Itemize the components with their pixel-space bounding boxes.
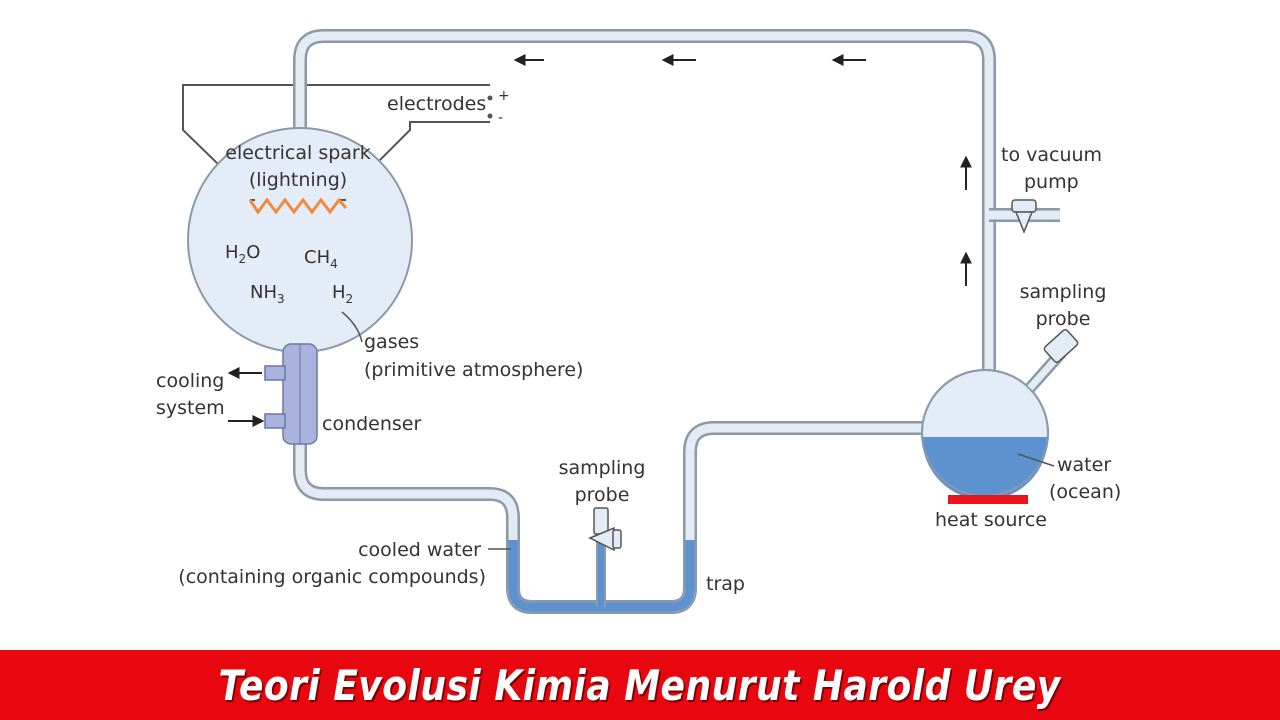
vacuum-stopcock [1011, 199, 1037, 235]
electrode-minus: - [498, 110, 503, 126]
leader-lines [488, 453, 1055, 550]
title-banner: Teori Evolusi Kimia Menurut Harold Urey [0, 650, 1280, 720]
trap-sampling-label-line2: probe [575, 484, 630, 506]
banner-title: Teori Evolusi Kimia Menurut Harold Urey [218, 660, 1062, 710]
trap-label: trap [706, 573, 745, 595]
water-label-line2: (ocean) [1049, 481, 1121, 503]
cooling-label-line1: cooling [156, 370, 224, 392]
water-label-line1: water [1057, 454, 1111, 476]
miller-urey-apparatus-diagram: electrodes + - electrical spark (lightni… [156, 29, 1121, 614]
gases-label-line1: gases [364, 331, 419, 353]
cooled-water-label-line2: (containing organic compounds) [178, 566, 486, 588]
ocean-sampling-probe [1025, 329, 1079, 392]
electrode-plus: + [498, 88, 510, 104]
flow-arrows [513, 54, 972, 286]
vacuum-label-line1: to vacuum [1001, 144, 1102, 166]
chem-h2: H2 [332, 282, 353, 306]
chem-h2o: H2O [225, 242, 260, 266]
condenser-label: condenser [322, 413, 421, 435]
trap-sampling-label-line1: sampling [559, 457, 646, 479]
ocean-sampling-label-line1: sampling [1020, 281, 1107, 303]
chem-ch4: CH4 [304, 247, 338, 271]
chem-nh3: NH3 [250, 282, 285, 306]
trap-sampling-stopcock [588, 507, 622, 552]
heat-source-bar [948, 495, 1028, 504]
heat-source-label: heat source [935, 509, 1047, 531]
condenser [264, 343, 318, 445]
return-tube [293, 29, 996, 377]
gases-leader [341, 311, 363, 343]
cooled-water-label-line1: cooled water [358, 539, 481, 561]
electrodes-label: electrodes [387, 93, 486, 115]
spark-label-line1: electrical spark [225, 142, 370, 164]
cooling-label-line2: system [156, 397, 225, 419]
ocean-sampling-label-line2: probe [1036, 308, 1091, 330]
spark-zigzag [248, 197, 348, 215]
spark-label-line2: (lightning) [249, 169, 347, 191]
gases-label-line2: (primitive atmosphere) [364, 359, 583, 381]
ocean-flask [921, 369, 1049, 500]
vacuum-label-line2: pump [1024, 171, 1079, 193]
